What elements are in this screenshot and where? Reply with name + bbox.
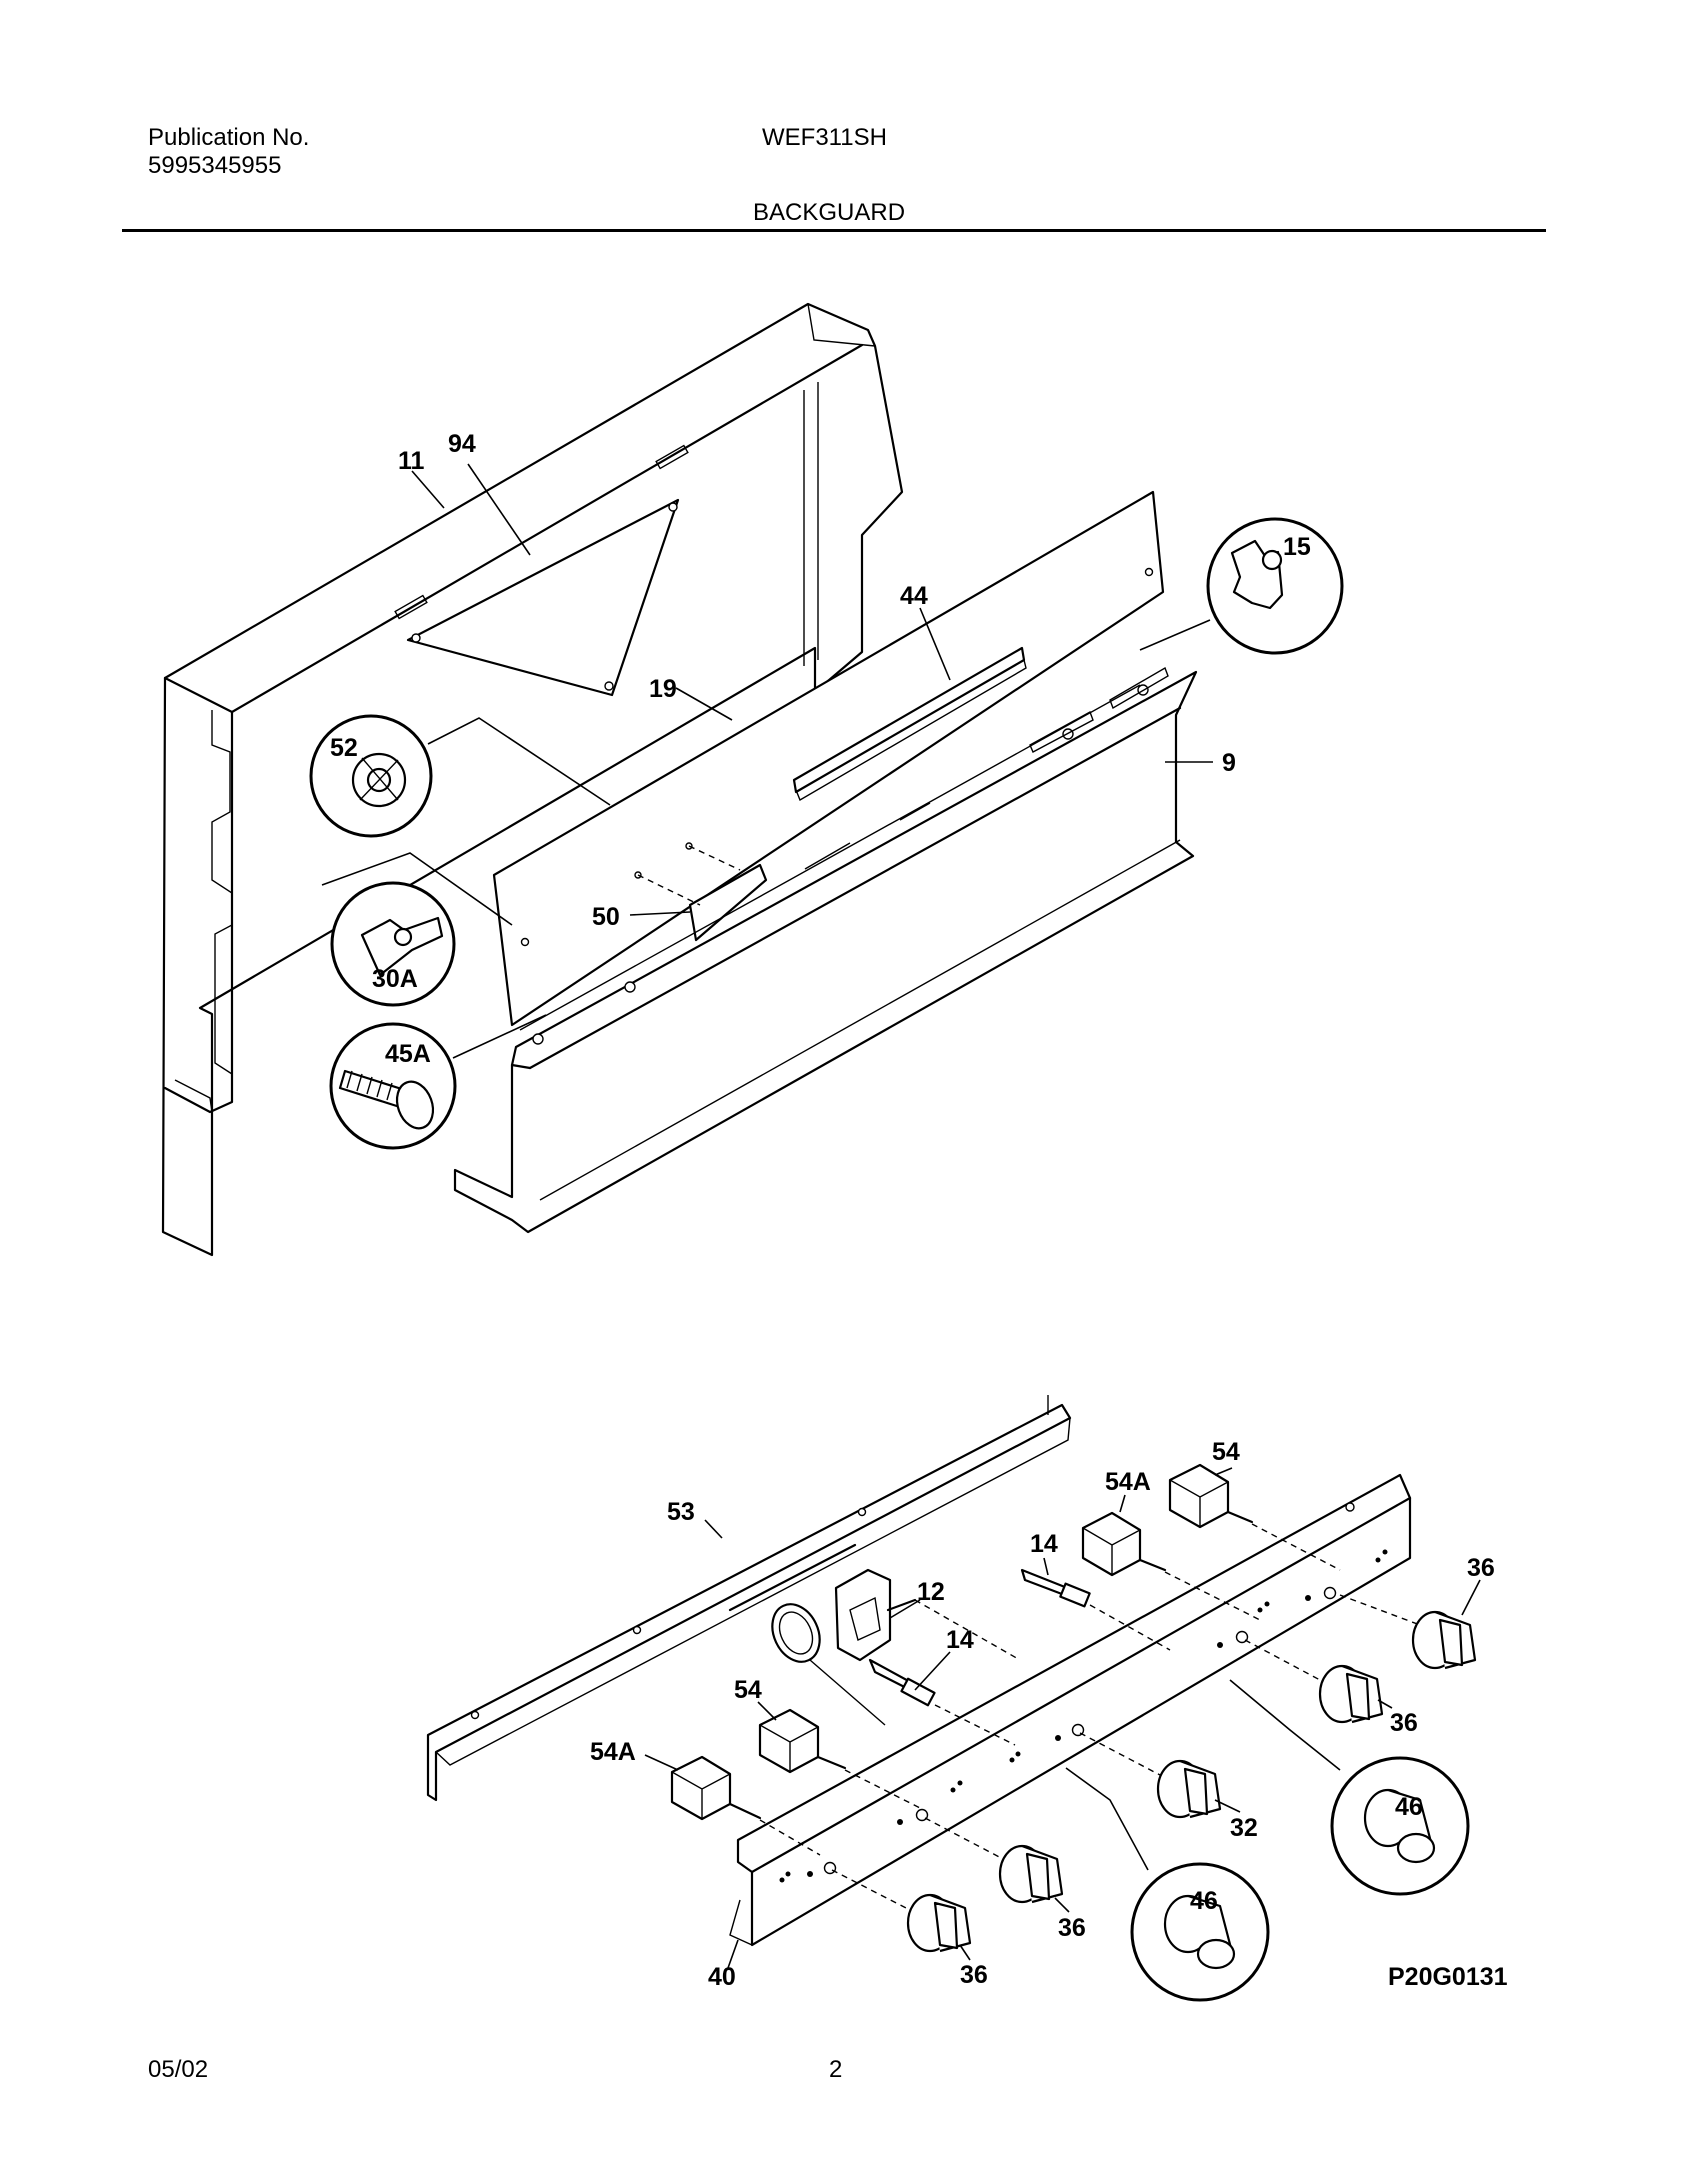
callout-45A: 45A bbox=[385, 1040, 431, 1068]
thermostat bbox=[771, 1568, 1021, 1726]
knob-36-right-top bbox=[1339, 1594, 1477, 1670]
publication-number: 5995345955 bbox=[148, 152, 282, 179]
leader-54-top bbox=[1214, 1467, 1233, 1476]
leader-11 bbox=[411, 470, 445, 509]
leader-53 bbox=[704, 1519, 723, 1539]
knob-36-bottom-mid bbox=[924, 1817, 1064, 1904]
leader-54A-left bbox=[644, 1754, 679, 1771]
publication-label: Publication No. bbox=[148, 124, 310, 151]
detail-bubble-45A bbox=[329, 1014, 547, 1150]
section-title: BACKGUARD bbox=[753, 199, 906, 226]
leader-14-mid bbox=[914, 1651, 951, 1691]
callout-52: 52 bbox=[330, 734, 358, 762]
detail-bubble-15 bbox=[1139, 517, 1344, 655]
leader-36-b1 bbox=[1054, 1897, 1070, 1913]
rear-strip bbox=[426, 1395, 1072, 1802]
control-panel bbox=[492, 490, 1165, 1027]
knob-32 bbox=[1079, 1732, 1222, 1819]
callout-54A-top: 54A bbox=[1105, 1468, 1151, 1496]
callout-94: 94 bbox=[448, 430, 476, 458]
detail-bubble-46-right bbox=[1229, 1679, 1470, 1896]
callout-12: 12 bbox=[917, 1578, 945, 1606]
leader-14-top bbox=[1043, 1557, 1049, 1576]
callout-50: 50 bbox=[592, 903, 620, 931]
leader-40 bbox=[727, 1939, 739, 1969]
callout-54A-left: 54A bbox=[590, 1738, 636, 1766]
leader-36-b2 bbox=[959, 1944, 971, 1961]
leader-94 bbox=[467, 463, 531, 556]
callout-15: 15 bbox=[1283, 533, 1311, 561]
backguard-frame bbox=[161, 302, 904, 1257]
switch-54-left bbox=[758, 1708, 921, 1809]
page-number: 2 bbox=[829, 2056, 843, 2083]
detail-bubble-52 bbox=[309, 714, 611, 838]
leader-19 bbox=[675, 687, 733, 721]
callout-36-right-mid: 36 bbox=[1390, 1709, 1418, 1737]
leader-54-left bbox=[757, 1701, 777, 1721]
switch-stem-top bbox=[1020, 1568, 1171, 1651]
callout-54-left: 54 bbox=[734, 1676, 762, 1704]
callout-11: 11 bbox=[398, 447, 425, 475]
brace-plate bbox=[406, 498, 680, 697]
model-number: WEF311SH bbox=[762, 124, 887, 151]
detail-bubble-30A bbox=[321, 852, 513, 1007]
leader-36-r1 bbox=[1461, 1579, 1481, 1616]
switch-54-top bbox=[1168, 1463, 1341, 1571]
footer-date: 05/02 bbox=[148, 2056, 209, 2083]
callout-32: 32 bbox=[1230, 1814, 1258, 1842]
leader-36-r2 bbox=[1377, 1699, 1393, 1709]
callout-46-right: 46 bbox=[1395, 1793, 1423, 1821]
callout-30A: 30A bbox=[372, 965, 418, 993]
leader-50 bbox=[629, 911, 691, 916]
callout-54-top: 54 bbox=[1212, 1438, 1240, 1466]
callout-14-mid: 14 bbox=[946, 1626, 974, 1654]
callout-19: 19 bbox=[649, 675, 677, 703]
rail-strip bbox=[792, 646, 1027, 802]
callout-53: 53 bbox=[667, 1498, 695, 1526]
header-rule bbox=[122, 229, 1546, 232]
callout-9: 9 bbox=[1222, 749, 1236, 777]
callout-44: 44 bbox=[900, 582, 928, 610]
callout-40: 40 bbox=[708, 1963, 736, 1991]
switch-54A-top bbox=[1081, 1511, 1261, 1621]
callout-36-right-top: 36 bbox=[1467, 1554, 1495, 1582]
callout-46-left: 46 bbox=[1190, 1887, 1218, 1915]
callout-36-bottom-mid: 36 bbox=[1058, 1914, 1086, 1942]
leader-44 bbox=[919, 607, 951, 681]
callout-14-top: 14 bbox=[1030, 1530, 1058, 1558]
detail-bubble-46-left bbox=[1065, 1767, 1270, 2002]
leader-12 bbox=[889, 1599, 921, 1619]
knob-36-right-mid bbox=[1244, 1639, 1384, 1724]
leader-32 bbox=[1214, 1799, 1241, 1813]
control-bracket bbox=[729, 1473, 1412, 1947]
knob-36-bottom-left bbox=[831, 1869, 972, 1953]
bracket bbox=[637, 845, 768, 942]
switch-54A-left bbox=[670, 1755, 821, 1856]
front-trim bbox=[453, 666, 1198, 1234]
leader-54A-top bbox=[1119, 1494, 1126, 1513]
figure-id: P20G0131 bbox=[1388, 1963, 1508, 1991]
callout-36-bottom-left: 36 bbox=[960, 1961, 988, 1989]
